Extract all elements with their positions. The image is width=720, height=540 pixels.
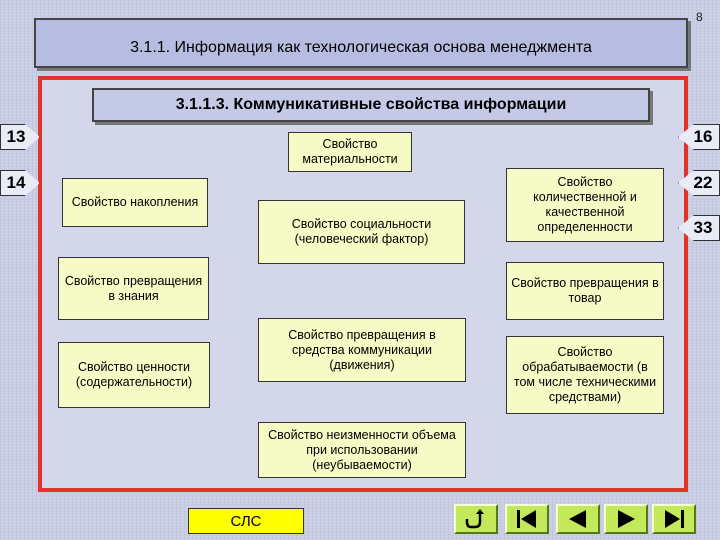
node-invariance: Свойство неизменности объема при использ… [258,422,466,478]
prev-slide-button[interactable] [556,504,600,534]
next-icon [618,510,635,528]
node-value: Свойство ценности (содержательности) [58,342,210,408]
node-to-communication: Свойство превращения в средства коммуник… [258,318,466,382]
last-icon [665,510,684,528]
return-icon [465,509,484,529]
node-sociality: Свойство социальности (человеческий факт… [258,200,465,264]
node-to-goods: Свойство превращения в товар [506,262,664,320]
slc-button[interactable]: СЛС [188,508,304,534]
node-quant-qual: Свойство количественной и качественной о… [506,168,664,242]
return-button[interactable] [454,504,498,534]
last-slide-button[interactable] [652,504,696,534]
node-processable: Свойство обрабатываемости (в том числе т… [506,336,664,414]
slide-subtitle: 3.1.1.3. Коммуникативные свойства информ… [92,88,650,122]
prev-icon [569,510,586,528]
node-to-knowledge: Свойство превращения в знания [58,257,209,320]
next-slide-button[interactable] [604,504,648,534]
node-accumulation: Свойство накопления [62,178,208,227]
first-icon [517,510,536,528]
page-number: 8 [696,10,703,24]
slide-title: 3.1.1. Информация как технологическая ос… [34,18,688,68]
first-slide-button[interactable] [505,504,549,534]
node-materiality: Свойство материальности [288,132,412,172]
